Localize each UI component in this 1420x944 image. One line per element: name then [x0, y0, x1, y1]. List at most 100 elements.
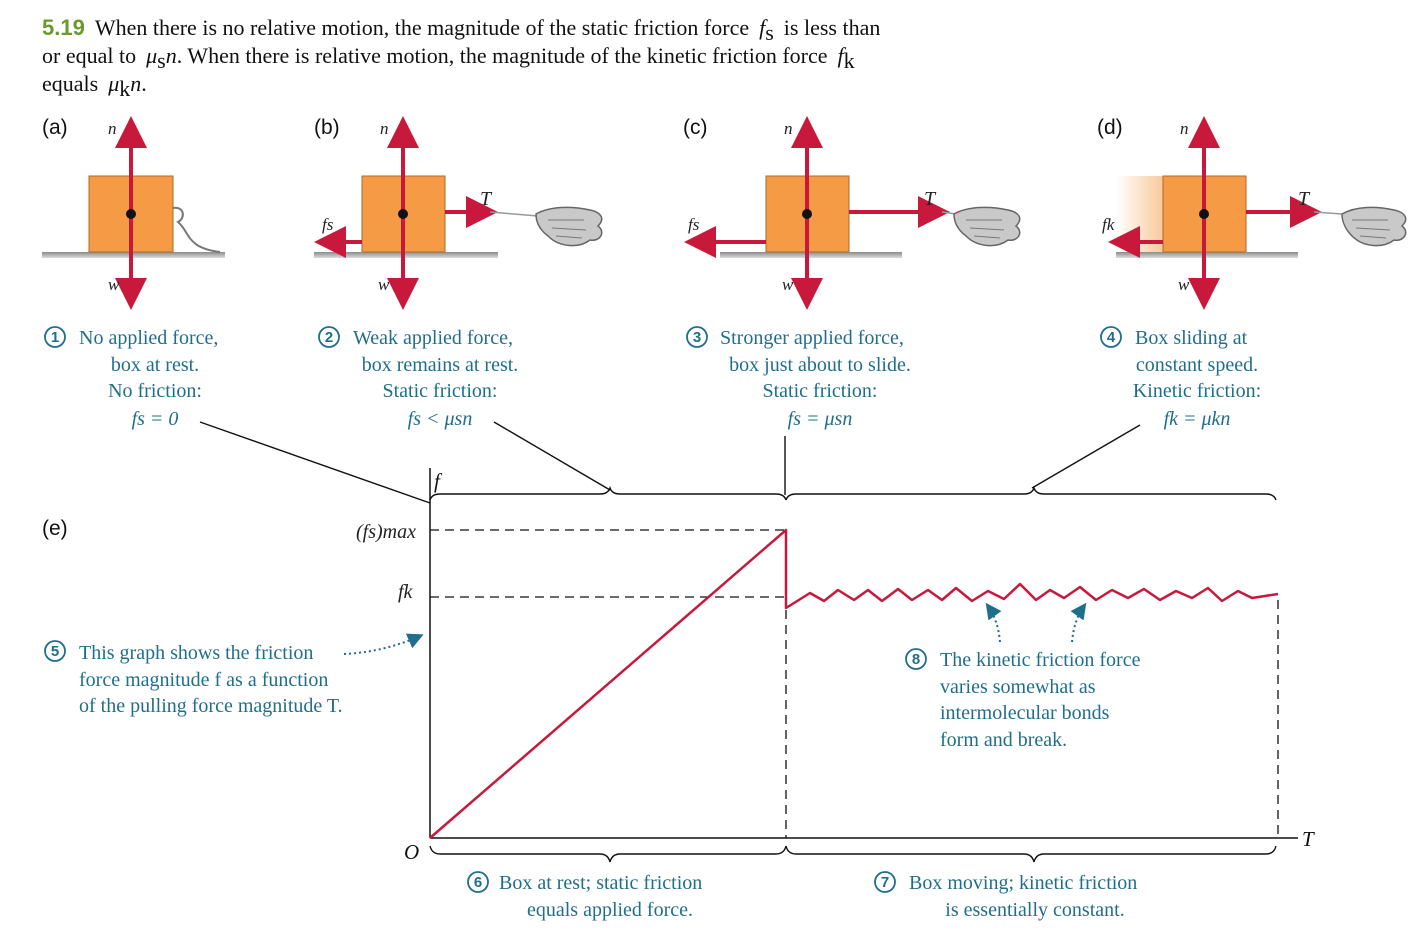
note-number: 4: [1107, 329, 1116, 346]
caption-line2-a: or equal to: [42, 43, 136, 68]
panel-d-label: (d): [1097, 116, 1123, 139]
brace-kinetic-region: [785, 485, 1277, 501]
t-axis-label: T: [1302, 827, 1315, 851]
note-number: 8: [912, 651, 920, 668]
note-number-circle: [467, 871, 489, 893]
graph-note-7: 7 Box moving; kinetic friction is essent…: [874, 871, 1137, 921]
leader-line-b: [493, 421, 611, 491]
note-pointer: [1070, 602, 1087, 643]
svg-text:equals μkn.: equals μkn.: [42, 71, 147, 101]
note-line: Static friction:: [383, 380, 498, 402]
center-dot: [1199, 209, 1209, 219]
note-line: The kinetic friction force: [940, 649, 1141, 671]
panel-b-note: 2 Weak applied force, box remains at res…: [318, 326, 519, 430]
note-number: 2: [325, 329, 333, 346]
note-line: Box sliding at: [1135, 327, 1248, 349]
hand-icon: [535, 206, 603, 247]
tension-label: T: [1298, 188, 1311, 210]
note-number: 5: [51, 643, 59, 660]
brace-at-rest: [429, 845, 787, 863]
caption-mu-k: μ: [107, 71, 119, 96]
note-line: Weak applied force,: [353, 327, 513, 349]
caption-fs-sub: s: [765, 20, 774, 45]
ground-surface: [720, 252, 902, 258]
note-line: Stronger applied force,: [720, 327, 904, 349]
note-equation: fk = μkn: [1164, 408, 1231, 430]
normal-label: n: [784, 119, 793, 138]
note-equation: fs = 0: [132, 408, 179, 430]
center-dot: [398, 209, 408, 219]
note-line: box remains at rest.: [362, 354, 519, 376]
graph-note-6: 6 Box at rest; static friction equals ap…: [467, 871, 702, 921]
note-number-circle: [874, 871, 896, 893]
note-number-circle: [1100, 326, 1122, 348]
caption-line3-a: equals: [42, 71, 98, 96]
ground-surface: [314, 252, 498, 258]
svg-text:5.19 When there is no re: 5.19 When there is no relative motion, t…: [42, 15, 880, 45]
note-line: force magnitude f as a function: [79, 669, 328, 691]
weight-label: w: [782, 275, 794, 294]
center-dot: [802, 209, 812, 219]
center-dot: [126, 209, 136, 219]
note-line: Box moving; kinetic friction: [909, 872, 1137, 894]
friction-curve: [429, 528, 1279, 839]
hand-icon: [1341, 206, 1407, 247]
caption-fk-sub: k: [844, 48, 855, 73]
note-line: box at rest.: [111, 354, 199, 376]
fk-level-label: fk: [398, 581, 414, 603]
note-number: 1: [51, 329, 59, 346]
note-number-circle: [905, 648, 927, 670]
panel-a: (a) n w: [42, 116, 225, 310]
ground-surface: [1116, 252, 1298, 258]
note-line: of the pulling force magnitude T.: [79, 695, 343, 717]
note-line: constant speed.: [1136, 354, 1258, 376]
origin-label: O: [404, 840, 419, 864]
normal-label: n: [380, 119, 389, 138]
brace-moving: [785, 845, 1277, 863]
panel-d-note: 4 Box sliding at constant speed. Kinetic…: [1100, 326, 1261, 430]
note-equation: fs < μsn: [408, 408, 473, 430]
caption-mu-s: μ: [145, 43, 157, 68]
hand-icon: [953, 206, 1021, 247]
caption-n2: n: [130, 71, 141, 96]
leader-lines: [199, 421, 1141, 504]
note-line: form and break.: [940, 729, 1067, 751]
panel-b: (b) n w T fs: [314, 116, 603, 310]
weight-label: w: [378, 275, 390, 294]
note-line: varies somewhat as: [940, 676, 1096, 698]
rope: [489, 211, 539, 217]
note-number: 7: [881, 874, 889, 891]
static-friction-label: fs: [688, 215, 700, 234]
normal-label: n: [1180, 119, 1189, 138]
note-equation: fs = μsn: [788, 408, 853, 430]
caption-n1: n: [166, 43, 177, 68]
note-line: No applied force,: [79, 327, 218, 349]
rope: [1313, 211, 1343, 215]
tension-label: T: [924, 188, 937, 210]
note-line: intermolecular bonds: [940, 702, 1110, 724]
note-line: This graph shows the friction: [79, 642, 313, 664]
svg-text:or equal to μsn. When th: or equal to μsn. When there is relative …: [42, 43, 855, 73]
normal-label: n: [108, 119, 117, 138]
weight-label: w: [108, 275, 120, 294]
brace-static-region: [429, 485, 787, 501]
fs-max-label: (fs)max: [356, 521, 416, 543]
note-number-circle: [686, 326, 708, 348]
note-pointer: [985, 602, 1002, 643]
static-friction-label: fs: [322, 215, 334, 234]
note-line: Static friction:: [763, 380, 878, 402]
caption-number: 5.19: [42, 15, 85, 40]
panel-a-note: 1 No applied force, box at rest. No fric…: [44, 326, 218, 430]
caption-mu-s-sub: s: [157, 48, 166, 73]
panel-d: (d) n w T fk: [1097, 116, 1407, 310]
note-line: Kinetic friction:: [1133, 380, 1261, 402]
slack-string: [172, 206, 221, 253]
panel-a-label: (a): [42, 116, 68, 139]
note-number-circle: [44, 326, 66, 348]
note-number: 3: [693, 329, 701, 346]
weight-label: w: [1178, 275, 1190, 294]
leader-line-a: [199, 421, 431, 504]
caption-line2-b: . When there is relative motion, the mag…: [177, 43, 828, 68]
